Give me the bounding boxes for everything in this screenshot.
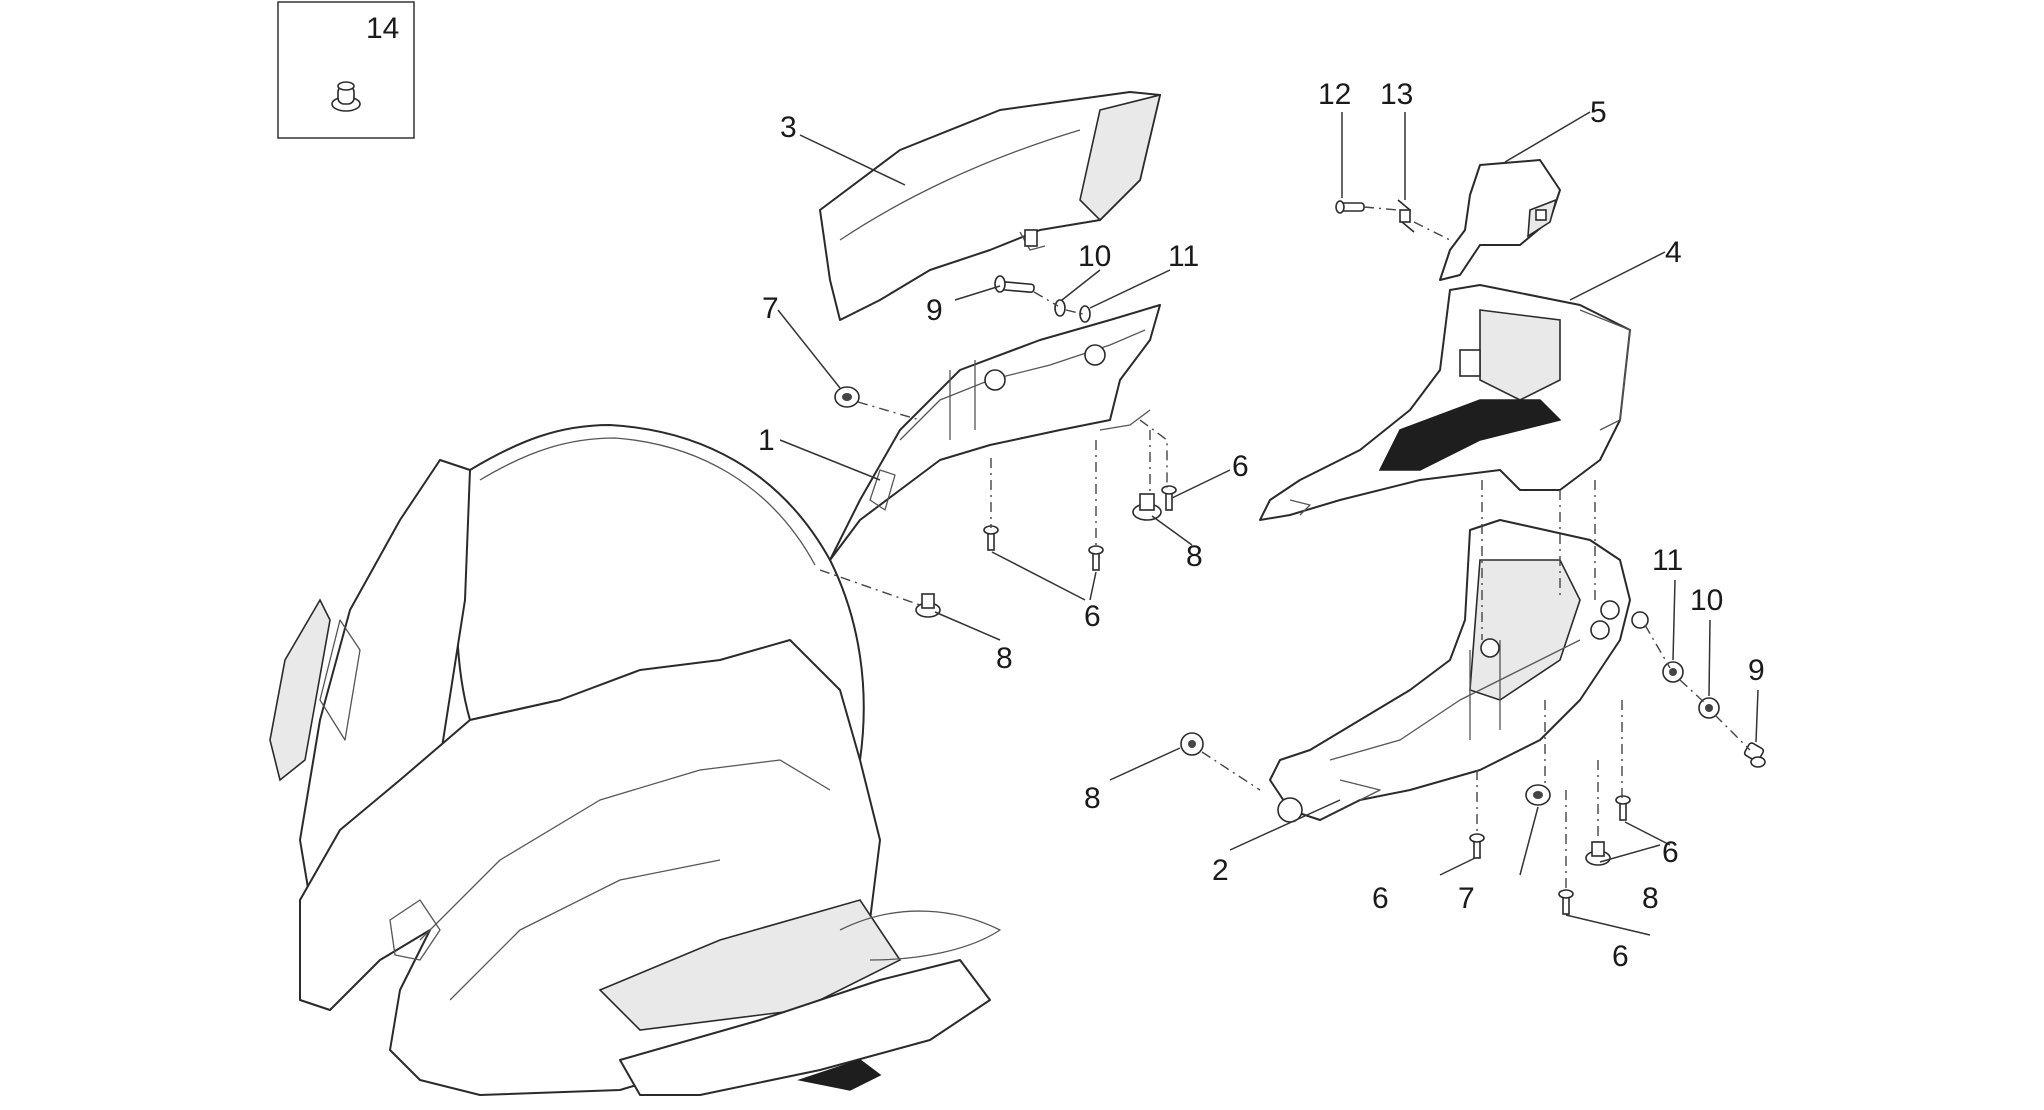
callout-8: 8 bbox=[996, 642, 1013, 675]
left-headlight-lens bbox=[269, 598, 331, 782]
part-5-small-cover bbox=[1439, 159, 1561, 281]
leader-lines bbox=[777, 111, 1759, 936]
callout-2: 2 bbox=[1212, 854, 1229, 887]
callout-5: 5 bbox=[1590, 96, 1607, 129]
callout-8: 8 bbox=[1084, 782, 1101, 815]
callout-9: 9 bbox=[926, 294, 943, 327]
screw-icon bbox=[1088, 545, 1104, 571]
front-spoiler bbox=[619, 959, 991, 1096]
callout-1: 1 bbox=[758, 424, 775, 457]
screw-icon bbox=[983, 525, 999, 551]
inset-box-part-14 bbox=[277, 1, 415, 139]
spring-clip-icon bbox=[1397, 199, 1415, 233]
callout-9: 9 bbox=[1748, 654, 1765, 687]
washer-icon bbox=[1698, 697, 1720, 719]
washer-icon bbox=[1662, 661, 1684, 683]
part-3-upper-side-panel bbox=[819, 91, 1162, 321]
part-1-inner-bracket bbox=[829, 304, 1161, 561]
screw-icon bbox=[1558, 889, 1574, 915]
callout-3: 3 bbox=[780, 111, 797, 144]
callout-14: 14 bbox=[366, 12, 399, 45]
callout-6: 6 bbox=[1372, 882, 1389, 915]
callout-6: 6 bbox=[1662, 836, 1679, 869]
clip-nut-icon bbox=[1585, 841, 1611, 866]
callout-6: 6 bbox=[1612, 940, 1629, 973]
clip-nut-icon bbox=[1180, 732, 1204, 756]
callout-12: 12 bbox=[1318, 78, 1351, 111]
callout-10: 10 bbox=[1078, 240, 1111, 273]
callout-8: 8 bbox=[1186, 540, 1203, 573]
clip-icon bbox=[1079, 305, 1091, 323]
lower-fairing-fin bbox=[839, 910, 1001, 961]
callout-6: 6 bbox=[1084, 600, 1101, 633]
callout-10: 10 bbox=[1690, 584, 1723, 617]
grommet-icon bbox=[834, 386, 860, 408]
clip-nut-icon bbox=[1132, 493, 1162, 521]
pin-icon bbox=[1335, 200, 1365, 214]
part-4-right-side-panel bbox=[1259, 284, 1631, 521]
callout-13: 13 bbox=[1380, 78, 1413, 111]
callout-7: 7 bbox=[762, 292, 779, 325]
bolt-icon bbox=[994, 275, 1035, 294]
callout-labels: 14 3 7 1 9 10 11 6 8 6 8 12 13 5 4 11 10… bbox=[366, 12, 1765, 973]
clip-nut-icon bbox=[915, 593, 941, 618]
callout-6: 6 bbox=[1232, 450, 1249, 483]
grommet-icon bbox=[1525, 784, 1551, 806]
screw-icon bbox=[1615, 795, 1631, 821]
bolt-icon bbox=[1743, 742, 1766, 768]
part-2-lower-tray bbox=[1269, 519, 1649, 823]
screw-icon bbox=[1469, 833, 1485, 859]
alignment-lines bbox=[819, 206, 1751, 892]
callout-7: 7 bbox=[1458, 882, 1475, 915]
headlight-bracket bbox=[389, 899, 441, 961]
callout-4: 4 bbox=[1665, 236, 1682, 269]
callout-11: 11 bbox=[1168, 240, 1199, 273]
push-rivet-icon bbox=[331, 81, 361, 112]
screw-icon bbox=[1161, 485, 1177, 511]
callout-8: 8 bbox=[1642, 882, 1659, 915]
front-fairing-assembly bbox=[269, 424, 1001, 1096]
callout-11: 11 bbox=[1652, 544, 1683, 577]
washer-icon bbox=[1054, 299, 1066, 317]
